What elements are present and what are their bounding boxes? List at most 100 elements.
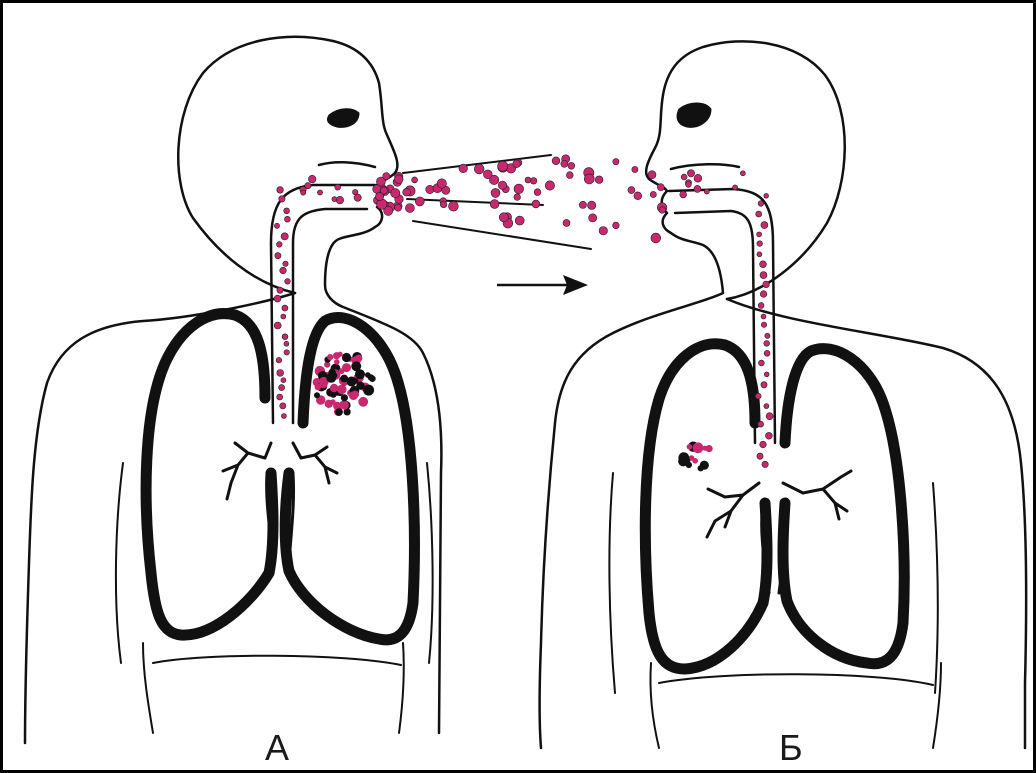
- droplet: [284, 208, 290, 214]
- droplet: [757, 252, 762, 257]
- droplet: [515, 216, 524, 225]
- droplet: [532, 200, 540, 208]
- droplet: [588, 201, 596, 209]
- droplet: [552, 157, 560, 165]
- droplet: [353, 189, 358, 194]
- droplet: [284, 341, 289, 346]
- droplet: [681, 174, 687, 180]
- person-a-abdomen: [153, 656, 401, 665]
- lesion-spot-a: [314, 392, 320, 398]
- droplet: [758, 303, 764, 309]
- lesion-spot-a: [358, 397, 368, 407]
- lesion-spot-a: [340, 375, 348, 383]
- lesion-spot-a: [338, 352, 343, 357]
- droplet: [613, 222, 620, 229]
- person-b: [540, 41, 1027, 748]
- droplet: [305, 183, 311, 189]
- lesion-spot-a: [332, 373, 337, 378]
- lesion-spot-a: [335, 408, 343, 416]
- lesion-spot-a: [327, 354, 333, 360]
- lesion-spot-a: [342, 353, 351, 362]
- person-b-hip: [650, 663, 659, 748]
- droplet: [694, 185, 701, 192]
- lesion-spot-a: [355, 369, 365, 379]
- droplet: [568, 162, 575, 169]
- droplet: [659, 207, 666, 214]
- droplet: [391, 189, 400, 198]
- droplet: [758, 201, 764, 207]
- droplet: [595, 176, 603, 184]
- droplet: [282, 334, 288, 340]
- droplet: [279, 196, 285, 202]
- person-b-left-lung: [645, 344, 767, 669]
- lesion-spot-a: [353, 378, 359, 384]
- droplet: [277, 287, 283, 293]
- droplet: [759, 360, 765, 366]
- lesion-spot-a: [334, 359, 340, 365]
- droplet: [545, 181, 554, 190]
- lesion-spot-b: [693, 442, 704, 453]
- droplet: [650, 191, 656, 197]
- droplet: [755, 393, 761, 399]
- droplet: [437, 179, 446, 188]
- droplet: [274, 322, 281, 329]
- droplet: [405, 204, 414, 213]
- droplet: [686, 182, 692, 188]
- droplet: [530, 178, 537, 185]
- droplet: [513, 160, 521, 168]
- droplet: [490, 200, 499, 209]
- droplet: [651, 233, 661, 243]
- lesion-spot-a: [315, 384, 322, 391]
- droplet: [761, 382, 767, 388]
- droplet: [276, 357, 282, 363]
- droplet: [761, 314, 766, 319]
- droplet: [277, 394, 283, 400]
- lesion-spot-b: [706, 445, 713, 452]
- droplet: [634, 192, 642, 200]
- droplet: [317, 190, 322, 195]
- person-b-eye: [677, 103, 711, 127]
- droplet: [514, 194, 521, 201]
- droplet: [335, 184, 341, 190]
- person-a-left-side: [25, 293, 295, 743]
- droplet: [760, 291, 767, 298]
- droplet: [694, 174, 702, 182]
- lesion-spot-a: [340, 401, 349, 410]
- droplet: [756, 211, 762, 217]
- arrow-right-icon: [497, 275, 588, 295]
- droplet: [280, 403, 286, 409]
- droplet: [704, 189, 709, 194]
- droplet: [514, 184, 524, 194]
- droplet: [277, 187, 284, 194]
- droplet: [412, 177, 418, 183]
- droplet: [282, 305, 288, 311]
- droplet: [308, 175, 316, 183]
- droplet: [280, 267, 287, 274]
- droplet: [757, 453, 763, 459]
- droplet: [762, 461, 768, 467]
- droplet: [599, 227, 607, 235]
- droplet: [459, 164, 468, 173]
- droplet: [764, 193, 769, 198]
- droplet: [584, 174, 594, 184]
- person-a: [25, 37, 441, 743]
- droplet: [483, 170, 492, 179]
- droplet: [376, 192, 384, 200]
- droplet: [395, 204, 402, 211]
- person-b-body-outline: [540, 41, 845, 748]
- droplet: [765, 333, 770, 338]
- person-b-abdomen: [659, 674, 933, 685]
- droplet: [764, 341, 770, 347]
- droplet: [474, 164, 484, 174]
- lesion-spot-b: [700, 461, 709, 470]
- person-b-right-arm-line: [933, 483, 938, 693]
- droplet: [354, 194, 361, 201]
- droplet: [648, 171, 656, 179]
- droplet: [632, 166, 638, 172]
- person-b-right-lung: [783, 349, 904, 664]
- lesion-spot-a: [365, 372, 371, 378]
- droplet: [285, 216, 291, 222]
- droplet: [760, 441, 767, 448]
- droplet: [336, 196, 344, 204]
